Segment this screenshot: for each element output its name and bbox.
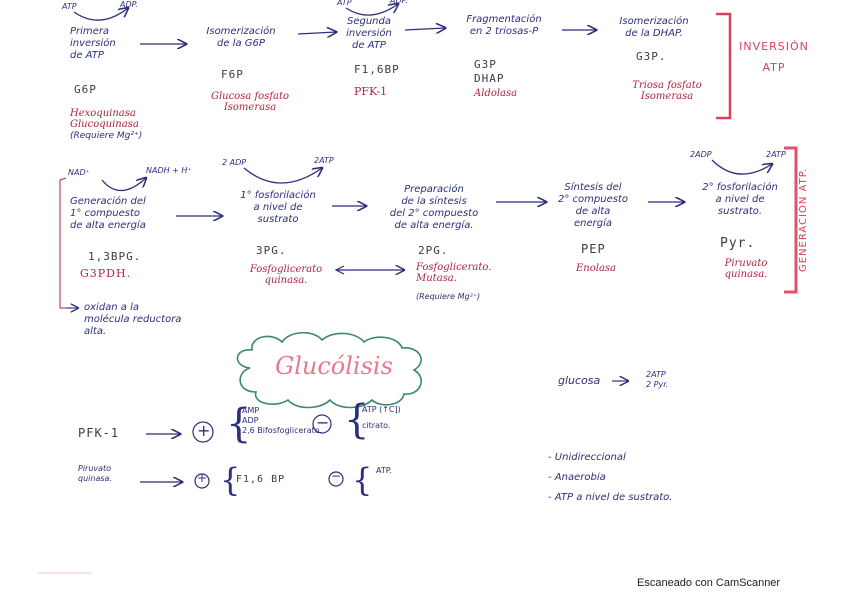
step1-cofactor-in: ATP xyxy=(62,2,77,11)
step8-enzyme: Fosfoglicerato. Mutasa. xyxy=(416,262,492,284)
step4-title: Fragmentación en 2 triosas-P xyxy=(466,14,542,37)
step7-enzyme: Fosfoglicerato quinasa. xyxy=(249,264,323,286)
step6-enzyme: G3PDH. xyxy=(80,267,132,280)
step2-enzyme: Glucosa fosfato Isomerasa xyxy=(210,91,290,113)
property-item: - Unidireccional xyxy=(548,452,626,463)
step5-product: G3P. xyxy=(636,50,667,63)
reg2-activator-symbol: + xyxy=(197,471,208,485)
step6-title: Generación del 1° compuesto de alta ener… xyxy=(70,196,146,231)
step2-product: F6P xyxy=(221,68,244,81)
step1-cofactor-out: ADP. xyxy=(120,0,138,9)
step3-cofactor-in: ATP xyxy=(337,0,352,7)
reg2-inhibitor-symbol: − xyxy=(331,469,342,483)
step5-title: Isomerización de la DHAP. xyxy=(619,16,689,39)
step2-title: Isomerización de la G6P xyxy=(206,26,276,49)
step10-title: 2° fosforilación a nivel de sustrato. xyxy=(702,182,778,217)
step7-product: 3PG. xyxy=(256,244,287,257)
reg2-inhibitors: ATP. xyxy=(376,466,392,475)
summary-right: 2ATP 2 Pyr. xyxy=(646,370,669,389)
title-glucolisis: Glucólisis xyxy=(275,352,393,380)
reg1-activator-symbol: + xyxy=(197,421,211,440)
step8-product: 2PG. xyxy=(418,244,449,257)
step6-cofactor-out: NADH + H⁺ xyxy=(146,166,192,175)
reg1-activator-brace: { xyxy=(226,401,252,447)
reg2-enzyme: Piruvato quinasa. xyxy=(78,464,112,483)
reg1-enzyme: PFK-1 xyxy=(78,426,120,440)
property-item: - Anaerobia xyxy=(548,472,606,483)
step7-cofactor-in: 2 ADP xyxy=(222,158,247,167)
step1-enzyme: Hexoquinasa Glucoquinasa (Requiere Mg²⁺) xyxy=(70,108,143,141)
reg1-inhibitor-symbol: − xyxy=(316,413,330,432)
step3-title: Segunda inversión de ATP xyxy=(346,16,392,51)
step6-note: oxidan a la molécula reductora alta. xyxy=(84,302,182,337)
step7-cofactor-out: 2ATP xyxy=(314,156,334,165)
properties-list: - Unidireccional - Anaerobia - ATP a niv… xyxy=(548,448,672,508)
step10-enzyme: Piruvato quinasa. xyxy=(724,258,768,280)
generation-bracket-label: GENERACIÓN ATP. xyxy=(798,167,809,273)
step9-product: PEP xyxy=(581,242,606,256)
reg1-inhibitor-brace: { xyxy=(344,397,370,443)
step10-cofactor-in: 2ADP xyxy=(690,150,712,159)
step3-cofactor-out: ADP. xyxy=(390,0,408,5)
reg1-activators: AMP ADP 2,6 Bifosfoglicerato. xyxy=(242,406,323,435)
step5-enzyme: Triosa fosfato Isomerasa xyxy=(632,80,702,102)
camscanner-watermark: Escaneado con CamScanner xyxy=(637,577,781,589)
reg2-activators: F1,6 BP xyxy=(236,474,286,485)
step3-product: F1,6BP xyxy=(354,63,400,76)
step3-enzyme: PFK-1 xyxy=(354,85,388,98)
investment-bracket-label: INVERSIÓN ATP xyxy=(739,40,809,74)
step6-cofactor-in: NAD⁺ xyxy=(68,168,90,177)
step9-title: Síntesis del 2° compuesto de alta energí… xyxy=(558,182,628,229)
step10-product: Pyr. xyxy=(720,236,756,251)
step7-title: 1° fosforilación a nivel de sustrato xyxy=(240,190,316,225)
step8-note: (Requiere Mg²⁺) xyxy=(416,292,481,301)
step4-enzyme: Aldolasa xyxy=(474,88,518,99)
property-item: - ATP a nivel de sustrato. xyxy=(548,492,673,503)
reg2-inhibitor-brace: { xyxy=(352,461,373,499)
step1-title: Primera inversión de ATP xyxy=(70,26,116,61)
step8-title: Preparación de la síntesis del 2° compue… xyxy=(389,184,479,231)
reg2-activator-brace: { xyxy=(220,461,241,499)
step4-products: G3P DHAP xyxy=(474,58,505,85)
reg1-inhibitors: ATP (↑C]) citrato. xyxy=(362,405,401,430)
step10-cofactor-out: 2ATP xyxy=(766,150,786,159)
summary-left: glucosa xyxy=(558,374,601,387)
step6-product: 1,3BPG. xyxy=(88,250,142,263)
step9-enzyme: Enolasa xyxy=(576,263,617,274)
step1-product: G6P xyxy=(74,83,97,96)
